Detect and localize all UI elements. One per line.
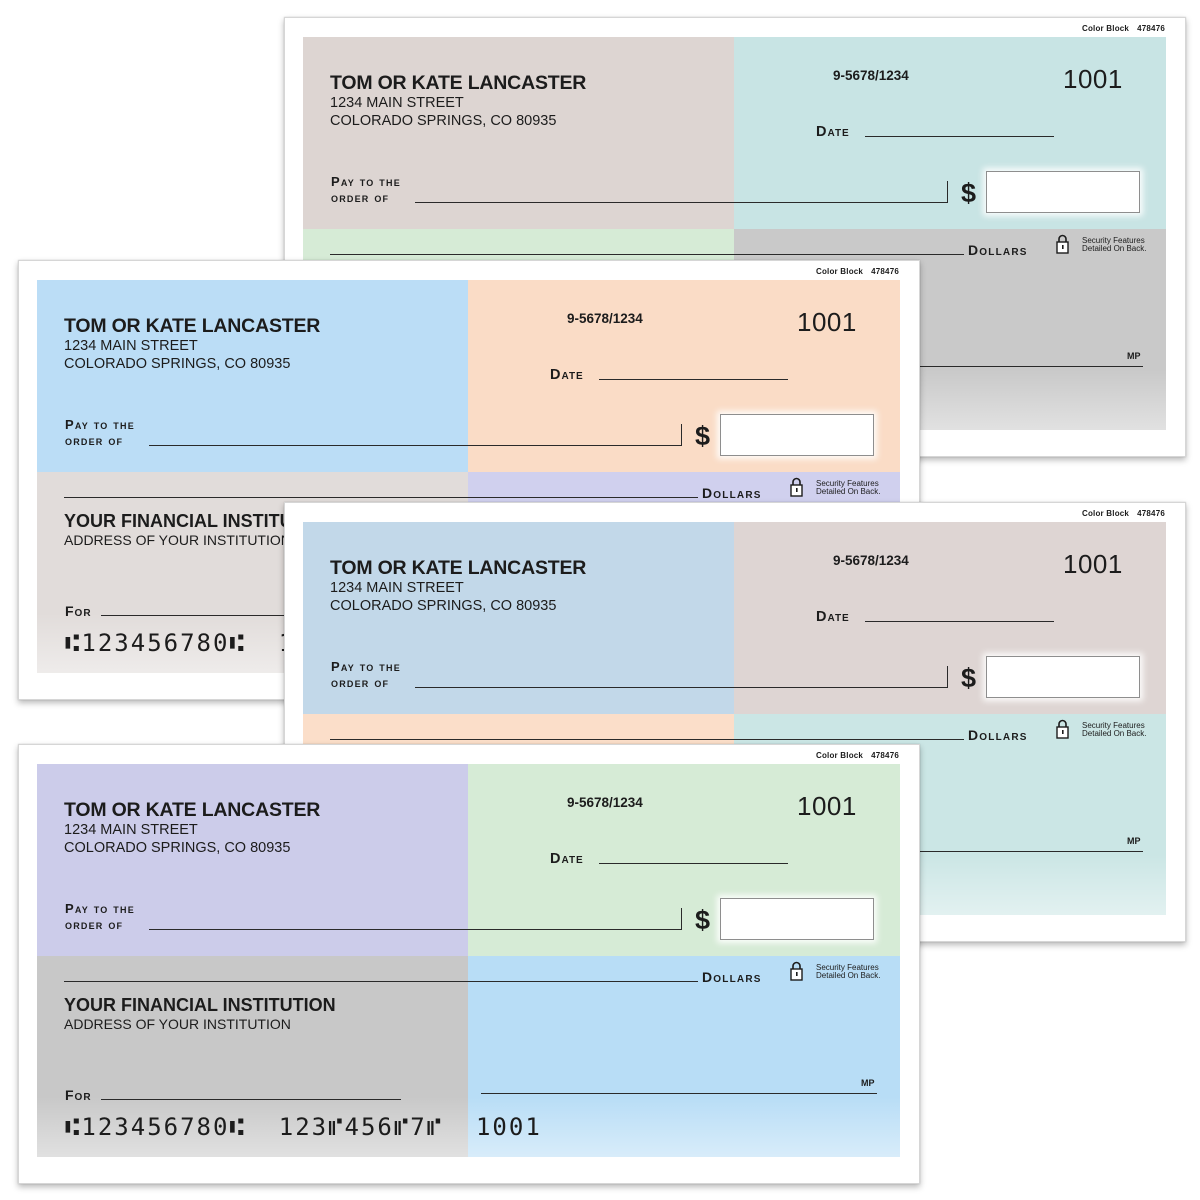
check-number: 1001 (797, 307, 857, 337)
amount-box[interactable] (720, 414, 874, 456)
color-block-bottom-left (37, 956, 468, 1157)
bank-address: ADDRESS OF YOUR INSTITUTION (64, 1016, 291, 1032)
payee-field[interactable] (415, 202, 948, 203)
routing-fraction: 9-5678/1234 (833, 68, 909, 83)
date-label: Date (816, 124, 850, 140)
mp-mark: MP (1127, 836, 1141, 846)
amount-words-field[interactable] (330, 739, 964, 740)
color-block-top-left (303, 37, 734, 229)
owner-address-line2: COLORADO SPRINGS, CO 80935 (64, 356, 291, 372)
owner-name: TOM OR KATE LANCASTER (64, 315, 321, 337)
date-label: Date (550, 851, 584, 867)
owner-address-line2: COLORADO SPRINGS, CO 80935 (330, 113, 557, 129)
date-label: Date (550, 367, 584, 383)
payee-field[interactable] (149, 929, 682, 930)
amount-words-field[interactable] (64, 497, 698, 498)
check-number: 1001 (1063, 549, 1123, 579)
color-block-top-left (303, 522, 734, 714)
payee-line-end (681, 424, 682, 445)
dollar-sign: $ (961, 663, 977, 693)
lock-icon (1056, 719, 1069, 739)
payee-line-end (681, 908, 682, 929)
owner-name: TOM OR KATE LANCASTER (330, 72, 587, 94)
check-number: 1001 (1063, 64, 1123, 94)
bank-address: ADDRESS OF YOUR INSTITUTION (64, 532, 291, 548)
payee-field[interactable] (149, 445, 682, 446)
routing-fraction: 9-5678/1234 (833, 553, 909, 568)
mp-mark: MP (1127, 351, 1141, 361)
amount-box[interactable] (986, 171, 1140, 213)
owner-address-line1: 1234 MAIN STREET (330, 95, 464, 111)
routing-fraction: 9-5678/1234 (567, 795, 643, 810)
payee-line-end (947, 666, 948, 687)
dollar-sign: $ (695, 905, 711, 935)
dollars-label: Dollars (702, 969, 762, 985)
date-field[interactable] (865, 621, 1054, 622)
bank-name: YOUR FINANCIAL INSTITUTION (64, 995, 336, 1015)
lock-icon (790, 961, 803, 981)
memo-field[interactable] (101, 615, 401, 616)
dollar-sign: $ (695, 421, 711, 451)
routing-fraction: 9-5678/1234 (567, 311, 643, 326)
dollars-label: Dollars (968, 727, 1028, 743)
signature-field[interactable] (747, 366, 1143, 367)
dollar-sign: $ (961, 178, 977, 208)
check-number: 1001 (797, 791, 857, 821)
amount-words-field[interactable] (330, 254, 964, 255)
date-field[interactable] (599, 863, 788, 864)
owner-name: TOM OR KATE LANCASTER (330, 557, 587, 579)
memo-label: For (65, 603, 92, 619)
signature-field[interactable] (747, 851, 1143, 852)
owner-address-line1: 1234 MAIN STREET (330, 580, 464, 596)
amount-box[interactable] (720, 898, 874, 940)
color-block-top-left (37, 280, 468, 472)
date-field[interactable] (599, 379, 788, 380)
lock-icon (790, 477, 803, 497)
micr-line: ⑆123456780⑆ 123⑈456⑈7⑈ 1001 (65, 1113, 542, 1141)
date-field[interactable] (865, 136, 1054, 137)
memo-field[interactable] (101, 1099, 401, 1100)
payee-line-end (947, 181, 948, 202)
date-label: Date (816, 609, 850, 625)
owner-address-line2: COLORADO SPRINGS, CO 80935 (64, 840, 291, 856)
owner-address-line1: 1234 MAIN STREET (64, 822, 198, 838)
color-block-bottom-right (468, 956, 900, 1157)
dollars-label: Dollars (968, 242, 1028, 258)
amount-words-field[interactable] (64, 981, 698, 982)
dollars-label: Dollars (702, 485, 762, 501)
owner-name: TOM OR KATE LANCASTER (64, 799, 321, 821)
owner-address-line2: COLORADO SPRINGS, CO 80935 (330, 598, 557, 614)
mp-mark: MP (861, 1078, 875, 1088)
color-block-top-left (37, 764, 468, 956)
payee-field[interactable] (415, 687, 948, 688)
lock-icon (1056, 234, 1069, 254)
bank-name: YOUR FINANCIAL INSTITUTION (64, 511, 336, 531)
owner-address-line1: 1234 MAIN STREET (64, 338, 198, 354)
memo-label: For (65, 1087, 92, 1103)
amount-box[interactable] (986, 656, 1140, 698)
signature-field[interactable] (481, 1093, 877, 1094)
